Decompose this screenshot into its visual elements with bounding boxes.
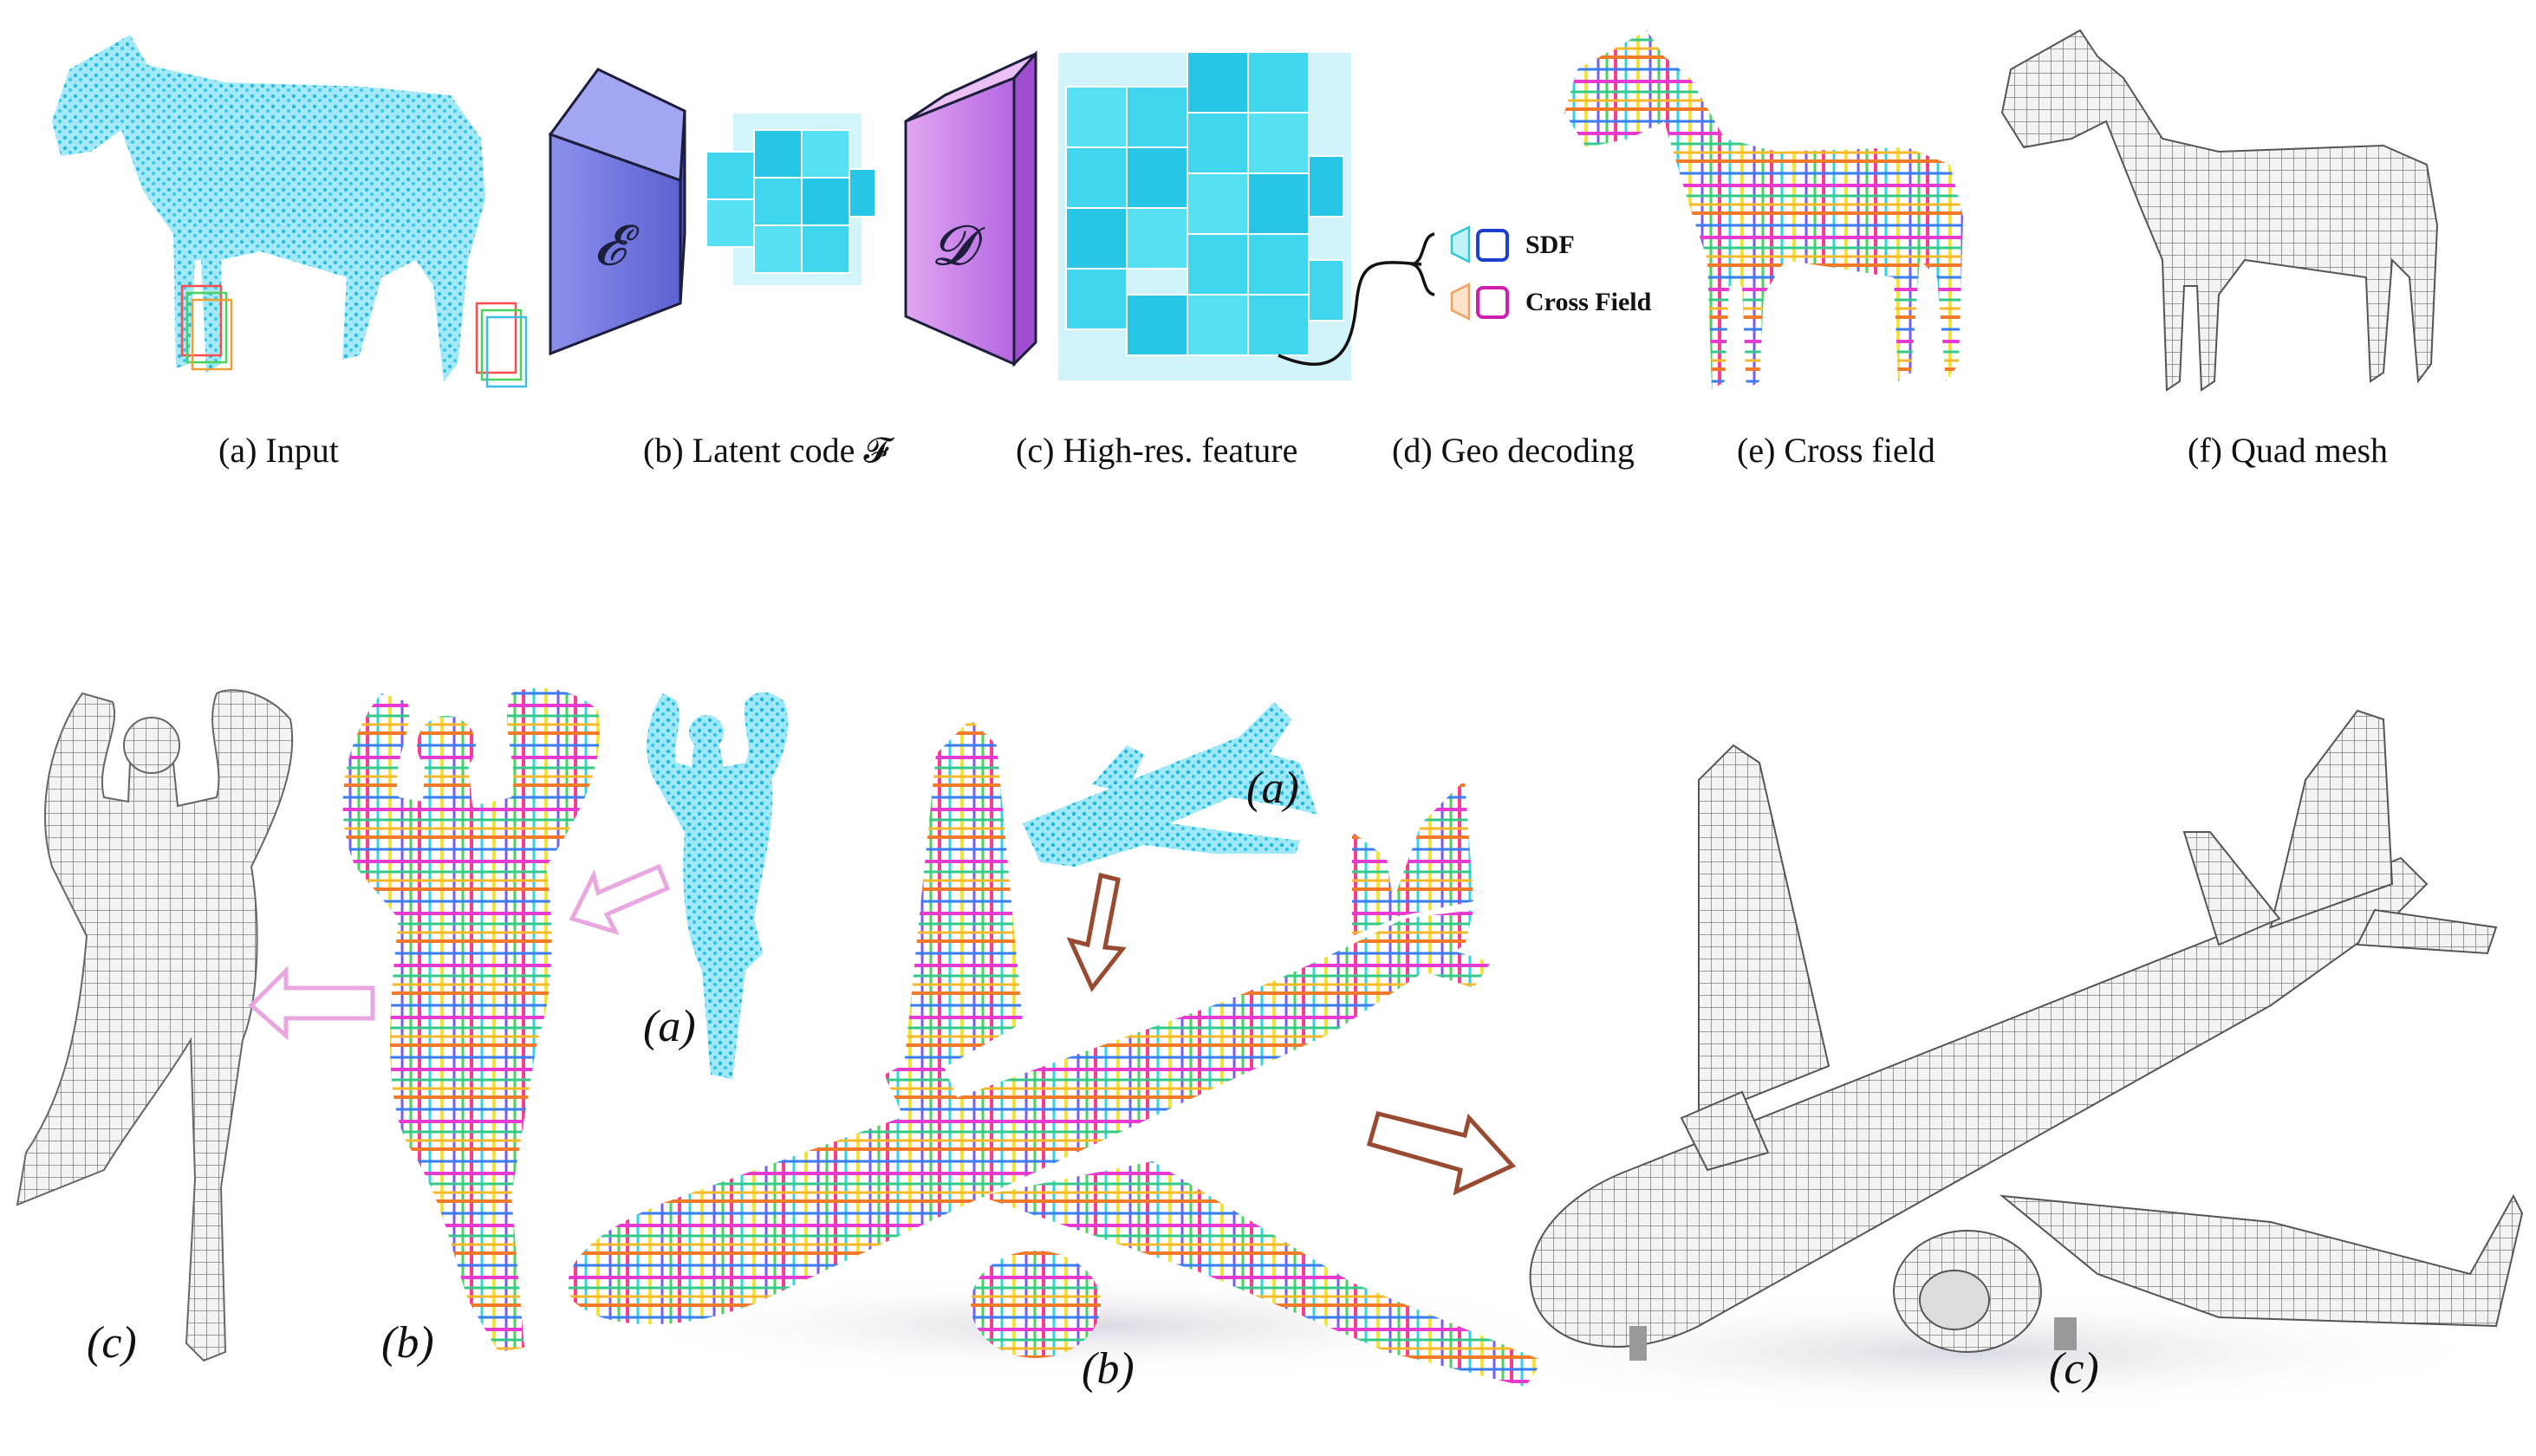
human-cross-field: [342, 688, 600, 1352]
input-horse-point-cloud: [52, 35, 528, 388]
airplane-point-cloud: [1023, 702, 1317, 867]
cross-field-horse: [1564, 30, 1963, 390]
decoder-block: [904, 50, 1037, 367]
label-human-a: (a): [643, 1002, 696, 1051]
caption-geo-decoding: (d) Geo decoding: [1392, 431, 1635, 470]
label-airplane-a: (a): [1246, 764, 1299, 813]
caption-input: (a) Input: [218, 431, 339, 470]
label-airplane-b: (b): [1082, 1344, 1135, 1394]
legend-sdf-label: SDF: [1525, 231, 1575, 259]
high-res-feature-voxels: [1057, 51, 1353, 382]
human-quad-mesh: [16, 689, 294, 1362]
geo-decoding-connector: [1278, 232, 1435, 366]
brown-arrow-down: [1066, 872, 1127, 992]
pink-arrow-down-left: [569, 863, 671, 936]
quad-mesh-horse: [2000, 29, 2439, 392]
legend-cross-field-label: Cross Field: [1525, 288, 1652, 316]
encoder-block: [548, 68, 686, 356]
sdf-legend-glyph: [1450, 224, 1509, 264]
label-airplane-c: (c): [2049, 1344, 2099, 1394]
label-human-b: (b): [381, 1318, 434, 1368]
airplane-quad-mesh: [1529, 709, 2524, 1361]
caption-quad-mesh: (f) Quad mesh: [2188, 431, 2389, 470]
brown-arrow-right: [1366, 1110, 1517, 1196]
caption-high-res-feature: (c) High-res. feature: [1016, 431, 1298, 470]
caption-latent-code: (b) Latent code 𝓕: [643, 431, 889, 470]
airplane-cross-field: [568, 719, 1543, 1387]
label-human-c: (c): [87, 1318, 137, 1368]
human-point-cloud: [647, 692, 789, 1079]
latent-code-voxels: [706, 112, 876, 287]
cross-field-legend-glyph: [1450, 282, 1509, 322]
pink-arrow-left: [248, 965, 375, 1041]
caption-cross-field: (e) Cross field: [1737, 431, 1935, 470]
